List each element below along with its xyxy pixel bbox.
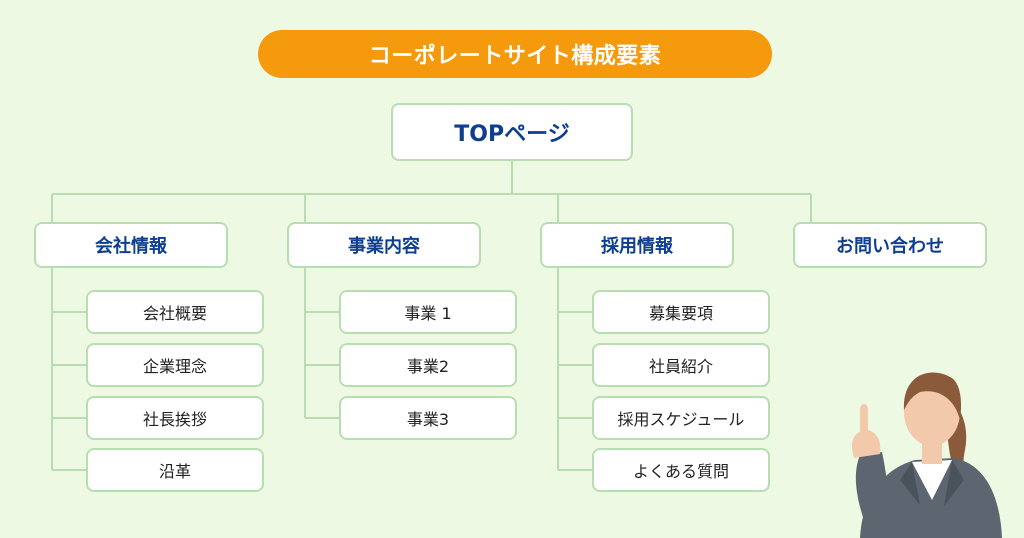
item-recruit-schedule: 採用スケジュール [592, 396, 770, 440]
woman-pointing-illustration [852, 372, 1002, 538]
category-business: 事業内容 [287, 222, 481, 268]
item-staff-intro: 社員紹介 [592, 343, 770, 387]
item-company-overview: 会社概要 [86, 290, 264, 334]
item-business-3: 事業3 [339, 396, 517, 440]
category-contact: お問い合わせ [793, 222, 987, 268]
category-recruit: 採用情報 [540, 222, 734, 268]
diagram-title: コーポレートサイト構成要素 [258, 30, 772, 78]
item-business-2: 事業2 [339, 343, 517, 387]
item-faq: よくある質問 [592, 448, 770, 492]
item-history: 沿革 [86, 448, 264, 492]
item-president-message: 社長挨拶 [86, 396, 264, 440]
item-philosophy: 企業理念 [86, 343, 264, 387]
item-business-1: 事業 1 [339, 290, 517, 334]
top-page-node: TOPページ [391, 103, 633, 161]
item-requirements: 募集要項 [592, 290, 770, 334]
category-company-info: 会社情報 [34, 222, 228, 268]
